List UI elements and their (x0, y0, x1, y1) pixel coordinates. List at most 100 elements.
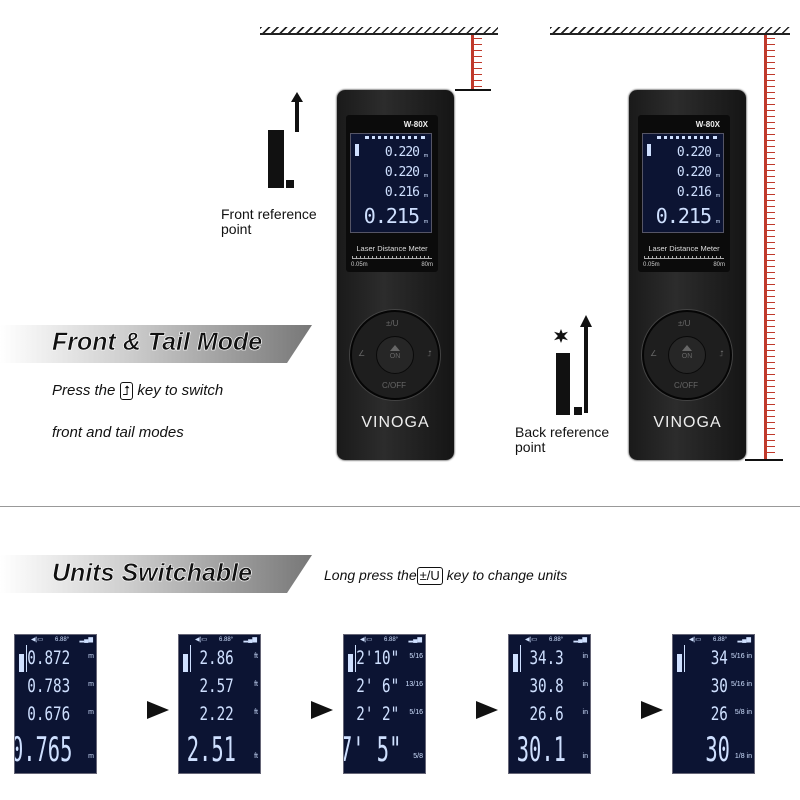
reading-value: 0.220 (384, 165, 420, 180)
caption-text: key to switch (137, 382, 224, 399)
ruler-ticks-right (767, 38, 775, 458)
front-tail-caption: Press the ⮥ key to switch (52, 382, 224, 401)
signal-icon: ▂▄▆ (737, 637, 751, 643)
mode-icon (183, 645, 192, 672)
reading-unit: m (423, 219, 428, 225)
main-unit: ft (254, 753, 258, 760)
reading-value: 26.6 (529, 703, 564, 725)
reading-unit: m (715, 153, 720, 159)
range-min: 0.05m (351, 262, 368, 268)
ruler-ticks-left (474, 38, 482, 88)
status-readout: 6.88° (219, 637, 234, 643)
reading-unit: in (582, 653, 588, 660)
arrow-icon (476, 701, 498, 719)
back-reference-icon (550, 315, 595, 420)
signal-icon: ▂▄▆ (79, 637, 93, 643)
reading-value: 2.22 (199, 703, 234, 725)
reading-unit: m (88, 681, 94, 688)
control-pad: ±/U ON C/OFF ∠ ⮥ (642, 310, 732, 400)
unit-button[interactable]: ±/U (678, 319, 691, 328)
front-tail-button[interactable]: ⮥ (719, 349, 724, 358)
main-reading: 0.765 (14, 730, 72, 770)
status-readout: 6.88° (384, 637, 399, 643)
units-title: Units Switchable (52, 559, 253, 588)
ruler-right (764, 35, 767, 460)
caption-text: Press the (52, 382, 116, 399)
range-max: 80m (713, 262, 725, 268)
signal-icon: ▂▄▆ (408, 637, 422, 643)
target-line-right (745, 459, 783, 461)
front-tail-banner (0, 325, 312, 363)
reading-unit: m (715, 219, 720, 225)
reading-value: 0.215 (363, 204, 420, 228)
status-icons (657, 136, 717, 140)
brand-logo: VINOGA (361, 414, 430, 431)
unit-key-label: ±/U (416, 567, 443, 586)
status-readout: 6.88° (55, 637, 70, 643)
scale-icon (644, 256, 724, 259)
on-label: ON (681, 353, 693, 360)
model-label: W-80X (695, 120, 720, 129)
mode-icon (19, 645, 28, 672)
reading-value: 26 (710, 703, 728, 725)
control-pad: ±/U ON C/OFF ∠ ⮥ (350, 310, 440, 400)
front-tail-caption-line2: front and tail modes (52, 424, 184, 441)
brand-logo: VINOGA (653, 414, 722, 431)
target-line-left (455, 89, 491, 91)
arrow-icon (641, 701, 663, 719)
reading-unit: m (423, 153, 428, 159)
section-divider (0, 506, 800, 507)
reading-value: 0.216 (384, 185, 420, 200)
reading-value: 0.220 (676, 145, 712, 160)
reading-value: 2' 2" (356, 703, 399, 725)
reading-value: 2' 6" (356, 675, 399, 697)
reading-unit: 5/16 (409, 653, 423, 660)
power-on-button[interactable]: ON (376, 336, 414, 374)
main-reading: 30.1 (516, 730, 566, 770)
reading-unit: 5/16 in (730, 681, 752, 688)
unit-button[interactable]: ±/U (386, 319, 399, 328)
reading-value: 34.3 (529, 647, 564, 669)
speaker-battery-icon: ◀)▭ (195, 637, 208, 643)
clear-off-button[interactable]: C/OFF (382, 381, 406, 390)
up-arrow-icon (682, 345, 692, 351)
range-max: 80m (421, 262, 433, 268)
reading-unit: ft (254, 709, 258, 716)
on-label: ON (389, 353, 401, 360)
speaker-battery-icon: ◀)▭ (31, 637, 44, 643)
mode-icon (348, 645, 357, 672)
reading-value: 30 (710, 675, 728, 697)
caption-text: key to change units (446, 567, 568, 583)
angle-button[interactable]: ∠ (358, 349, 366, 358)
ruler-left (471, 35, 474, 90)
reading-unit: 13/16 (405, 681, 423, 688)
device-label: Laser Distance Meter (648, 244, 720, 253)
caption-text: Long press the (324, 567, 417, 583)
reading-unit: in (582, 681, 588, 688)
reading-unit: ft (254, 653, 258, 660)
signal-icon: ▂▄▆ (573, 637, 587, 643)
front-reference-icon (266, 92, 306, 197)
signal-icon: ▂▄▆ (243, 637, 257, 643)
front-tail-title: Front & Tail Mode (52, 328, 263, 357)
reading-value: 30.8 (529, 675, 564, 697)
reading-value: 2.86 (199, 647, 234, 669)
main-unit: m (88, 753, 94, 760)
angle-button[interactable]: ∠ (650, 349, 658, 358)
reading-unit: 5/8 in (734, 709, 752, 716)
reading-unit: m (423, 193, 428, 199)
mode-icon (513, 645, 522, 672)
power-on-button[interactable]: ON (668, 336, 706, 374)
device-label: Laser Distance Meter (356, 244, 428, 253)
front-tail-button[interactable]: ⮥ (427, 349, 432, 358)
main-reading: 30 (705, 730, 730, 770)
ceiling-right (550, 27, 790, 35)
reading-value: 0.872 (27, 647, 70, 669)
clear-off-button[interactable]: C/OFF (674, 381, 698, 390)
reading-value: 34 (710, 647, 728, 669)
status-readout: 6.88° (549, 637, 564, 643)
